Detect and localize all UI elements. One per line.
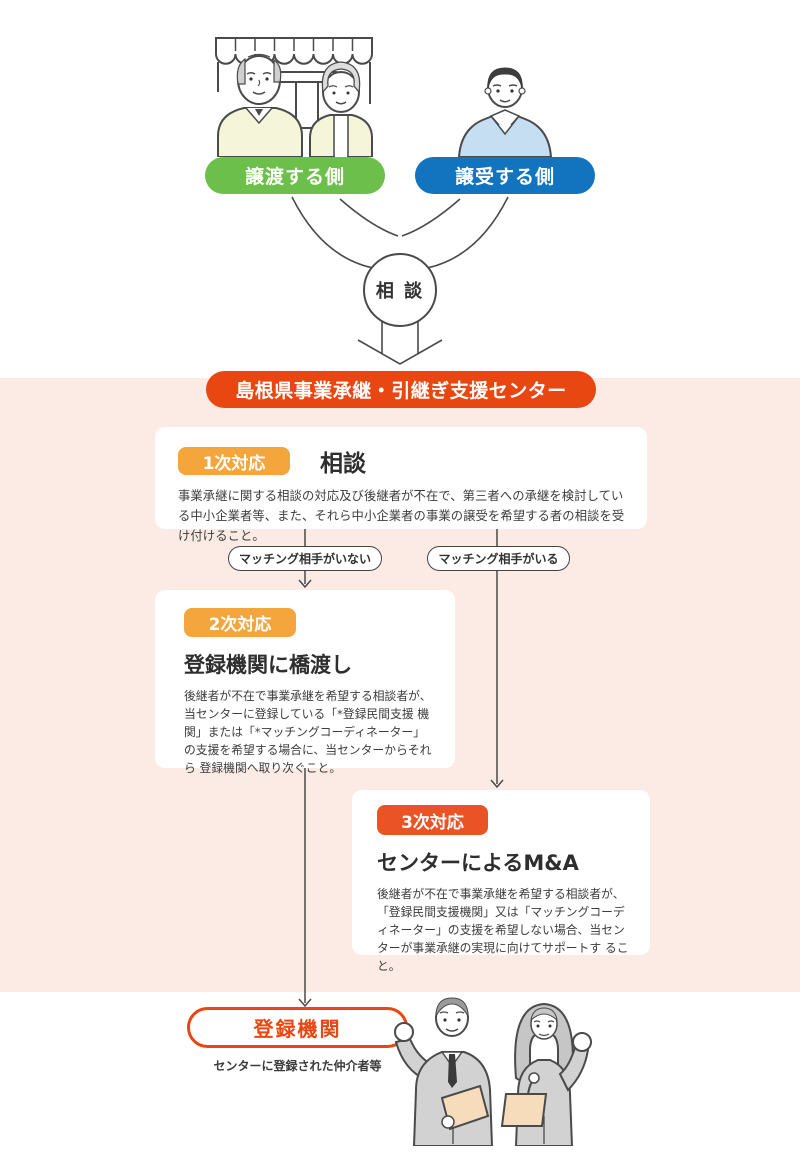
secondary-response-title: 登録機関に橋渡し bbox=[184, 653, 352, 677]
tertiary-response-badge: 3次対応 bbox=[377, 805, 488, 835]
flow-connector-lines-icon bbox=[298, 529, 504, 1008]
young-man-icon bbox=[457, 67, 553, 157]
primary-response-card: 1次対応 相談 事業承継に関する相談の対応及び後継者が不在で、第三者への承継を検… bbox=[155, 427, 647, 543]
primary-response-description: 事業承継に関する相談の対応及び後継者が不在で、第三者への承継を検討している中小企… bbox=[178, 489, 625, 543]
registered-organization-caption: センターに登録された仲介者等 bbox=[213, 1059, 382, 1073]
center-name-label: 島根県事業承継・引継ぎ支援センター bbox=[235, 380, 567, 402]
tertiary-response-title: センターによるM&A bbox=[377, 851, 579, 875]
secondary-response-card: 2次対応 登録機関に橋渡し 後継者が不在で事業承継を希望する相談者が、当センター… bbox=[155, 590, 455, 775]
secondary-response-badge: 2次対応 bbox=[184, 608, 296, 637]
consultation-circle: 相 談 bbox=[363, 253, 437, 327]
registered-organization-label: 登録機関 bbox=[253, 1017, 342, 1041]
shop-front-icon bbox=[215, 37, 373, 157]
business-people-illustration bbox=[388, 986, 608, 1146]
tertiary-response-description: 後継者が不在で事業承継を希望する相談者が、「登録民間支援機関」又は「マッチングコ… bbox=[377, 887, 629, 973]
center-name-banner: 島根県事業承継・引継ぎ支援センター bbox=[206, 371, 596, 408]
tertiary-response-card: 3次対応 センターによるM&A 後継者が不在で事業承継を希望する相談者が、「登録… bbox=[352, 790, 650, 973]
consultation-label: 相 談 bbox=[375, 281, 425, 302]
branch-no-matching-partner-label: マッチング相手がいない bbox=[238, 552, 371, 566]
branch-no-matching-partner: マッチング相手がいない bbox=[228, 546, 382, 571]
business-people-icon bbox=[394, 997, 592, 1146]
branch-has-matching-partner-label: マッチング相手がいる bbox=[438, 552, 559, 566]
transferor-label: 譲渡する側 bbox=[244, 166, 345, 188]
elderly-shop-owners-illustration bbox=[202, 36, 388, 157]
secondary-response-description: 後継者が不在で事業承継を希望する相談者が、当センターに登録している「*登録民間支… bbox=[184, 689, 432, 775]
registered-organization-pill: 登録機関 bbox=[187, 1007, 408, 1048]
transferee-pill: 譲受する側 bbox=[415, 157, 595, 194]
transferor-pill: 譲渡する側 bbox=[205, 157, 385, 194]
transferee-label: 譲受する側 bbox=[454, 166, 555, 188]
primary-response-badge: 1次対応 bbox=[178, 447, 290, 475]
young-man-illustration bbox=[449, 58, 561, 157]
primary-response-title: 相談 bbox=[320, 451, 366, 477]
flow-connector-arrows bbox=[0, 529, 800, 1010]
branch-has-matching-partner: マッチング相手がいる bbox=[427, 546, 570, 571]
